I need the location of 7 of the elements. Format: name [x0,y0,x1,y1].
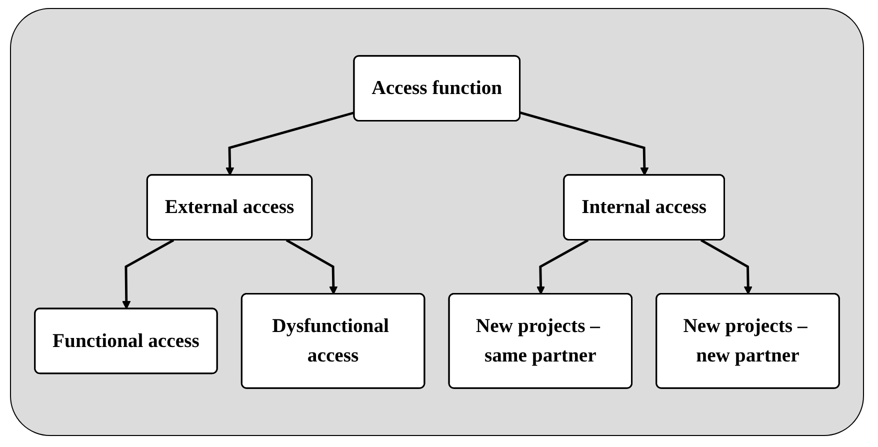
arrow [520,111,649,176]
arrow [226,111,355,176]
arrow [122,239,174,310]
arrow [700,239,752,295]
panel-background: Access function External access Internal access Functional access Dysfunctional access New projects – same partner New projects – new partner [10,8,864,436]
arrow [536,239,589,295]
arrow [286,239,338,295]
